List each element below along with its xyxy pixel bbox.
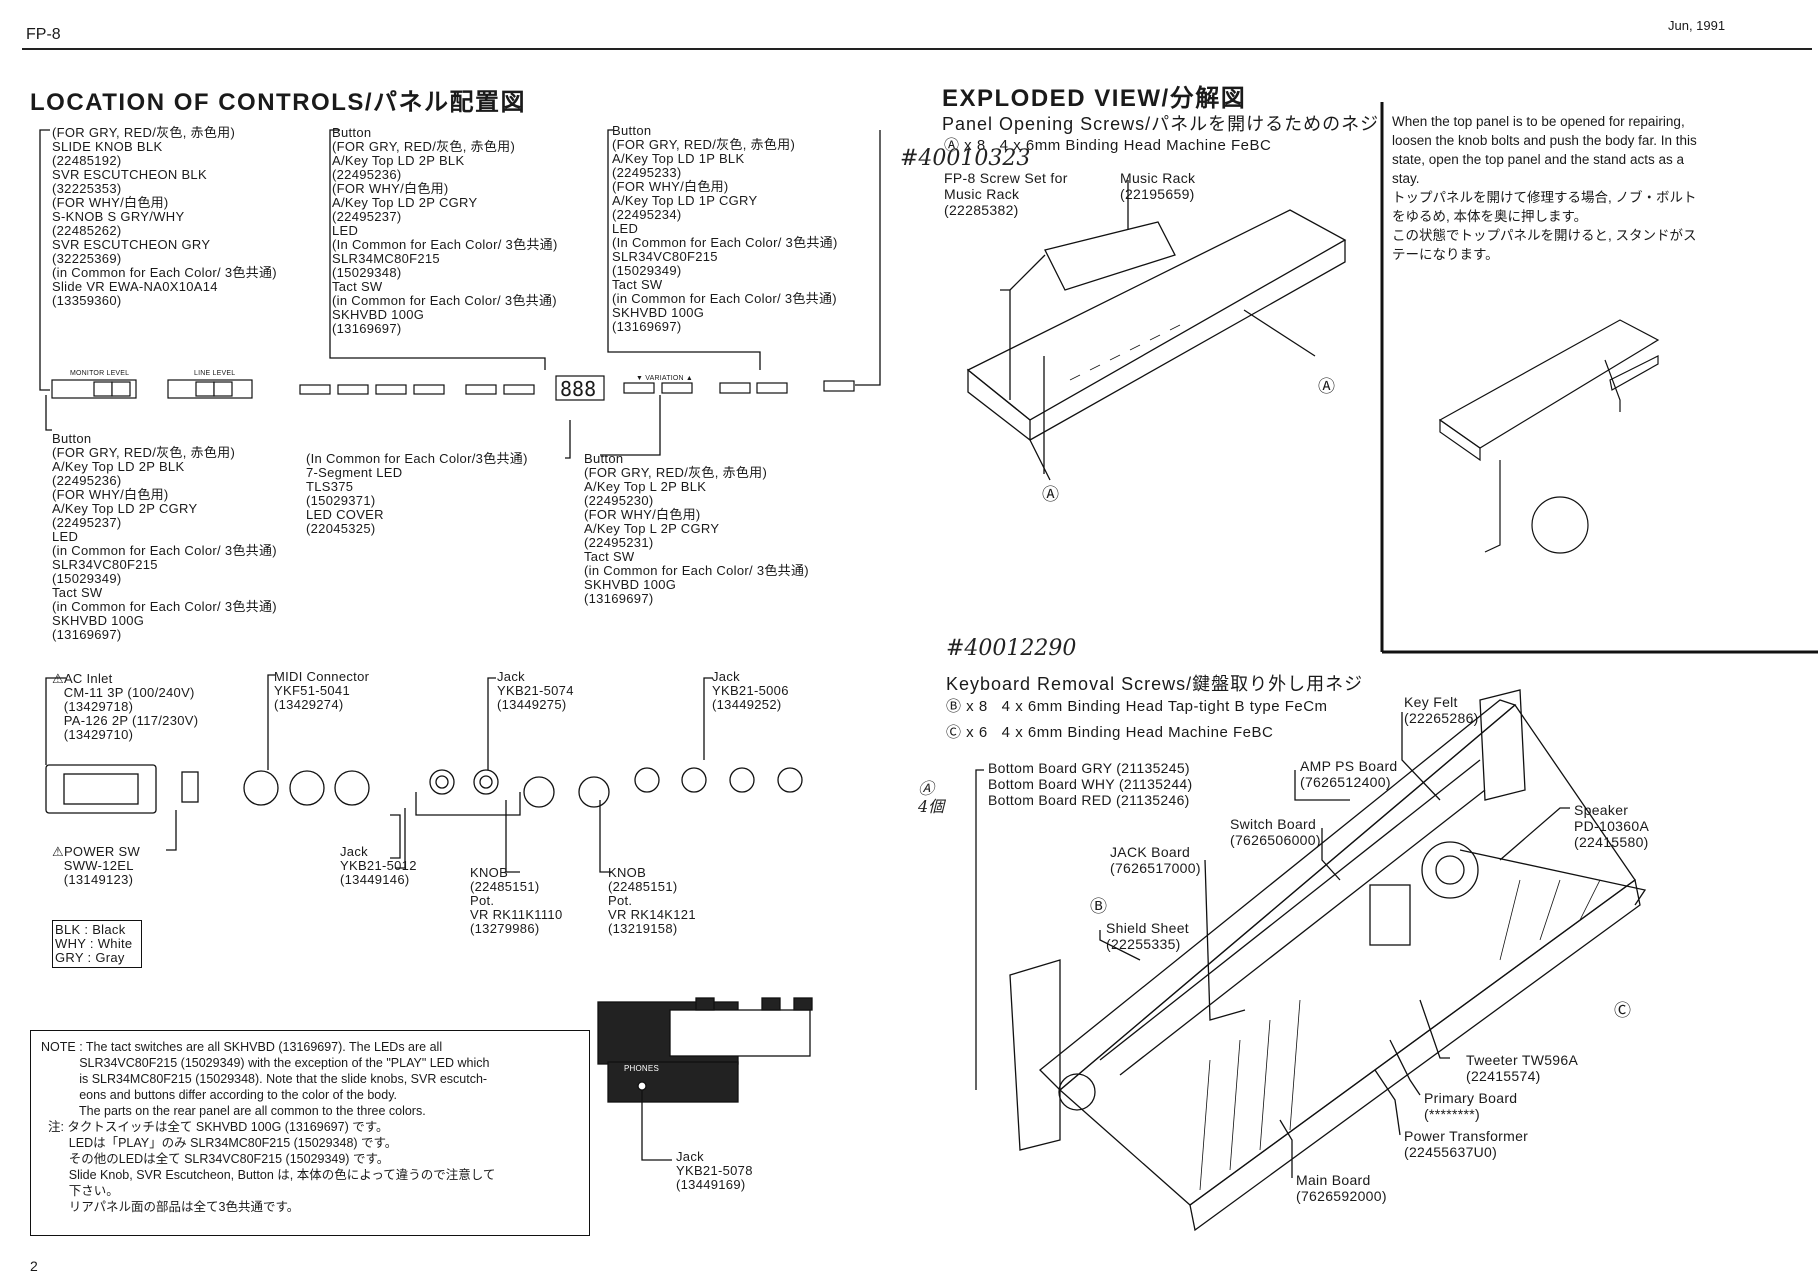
line-level-label: LINE LEVEL [194, 370, 236, 377]
panel-screws-spec: Ⓐ x 8 4 x 6mm Binding Head Machine FeBC [944, 137, 1272, 154]
marker-c: Ⓒ [1614, 1001, 1631, 1020]
note-line: 下さい。 [41, 1184, 119, 1198]
keyboard-screws-c: Ⓒ x 6 4 x 6mm Binding Head Machine FeBC [946, 724, 1274, 741]
bottom-board-block: Bottom Board GRY (21135245) Bottom Board… [988, 760, 1193, 808]
handwritten-marker: Ⓐ 4個 [918, 779, 945, 816]
note-line: eons and buttons differ according to the… [41, 1088, 398, 1102]
handwritten-part-number-2: #40012290 [946, 636, 1077, 661]
marker-a-bottom: Ⓐ [1042, 485, 1059, 504]
speaker-block: Speaker PD-10360A (22415580) [1574, 802, 1650, 850]
keyboard-screws-b: Ⓑ x 8 4 x 6mm Binding Head Tap-tight B t… [946, 698, 1328, 715]
phones-label: PHONES [624, 1064, 659, 1073]
knob1-block: KNOB (22485151) Pot. VR RK11K1110 (13279… [470, 865, 563, 936]
switch-board-block: Switch Board (7626506000) [1230, 816, 1321, 848]
music-rack-block: Music Rack (22195659) [1120, 170, 1196, 202]
slide-knob-block: (FOR GRY, RED/灰色, 赤色用) SLIDE KNOB BLK (2… [52, 125, 277, 308]
key-felt-block: Key Felt (22265286) [1404, 694, 1479, 726]
header-rule [22, 48, 1812, 50]
knob2-block: KNOB (22485151) Pot. VR RK14K121 (132191… [608, 865, 696, 936]
shield-sheet-block: Shield Sheet (22255335) [1106, 920, 1189, 952]
panel-screws-title: Panel Opening Screws/パネルを開けるためのネジ [942, 114, 1380, 134]
variation-label: ▼ VARIATION ▲ [636, 375, 694, 382]
jack-board-block: JACK Board (7626517000) [1110, 844, 1201, 876]
page-number: 2 [30, 1258, 38, 1274]
seven-seg-display: 888 [560, 377, 597, 401]
jack3-block: Jack YKB21-5012 (13449146) [340, 844, 417, 887]
handwritten-part-number-1: #40010323 [900, 146, 1031, 171]
note-line: 注: タクトスイッチは全て SKHVBD 100G (13169697) です。 [41, 1120, 389, 1134]
marker-b: Ⓑ [1090, 897, 1107, 916]
location-title: LOCATION OF CONTROLS/パネル配置図 [30, 89, 527, 116]
power-sw-block: ⚠POWER SW SWW-12EL (13149123) [52, 844, 141, 887]
button-bottom-right-block: Button (FOR GRY, RED/灰色, 赤色用) A/Key Top … [584, 451, 809, 606]
date-label: Jun, 1991 [1668, 18, 1726, 33]
note-line: リアパネル面の部品は全て3色共通です。 [41, 1200, 300, 1214]
power-transformer-block: Power Transformer (22455637U0) [1404, 1128, 1529, 1160]
color-legend: BLK : Black WHY : White GRY : Gray [52, 920, 142, 968]
seven-segment-block: (In Common for Each Color/3色共通) 7-Segmen… [306, 451, 528, 536]
jack-phones-block: Jack YKB21-5078 (13449169) [676, 1149, 753, 1192]
note-line: Slide Knob, SVR Escutcheon, Button は, 本体… [41, 1168, 496, 1182]
monitor-level-label: MONITOR LEVEL [70, 370, 130, 377]
tweeter-block: Tweeter TW596A (22415574) [1466, 1052, 1579, 1084]
amp-ps-block: AMP PS Board (7626512400) [1300, 758, 1398, 790]
screw-set-block: FP-8 Screw Set for Music Rack (22285382) [944, 170, 1068, 218]
midi-block: MIDI Connector YKF51-5041 (13429274) [274, 669, 370, 712]
button-top-right-block: Button (FOR GRY, RED/灰色, 赤色用) A/Key Top … [612, 123, 838, 334]
jack1-block: Jack YKB21-5074 (13449275) [497, 669, 574, 712]
main-board-block: Main Board (7626592000) [1296, 1172, 1387, 1204]
side-note: When the top panel is to be opened for r… [1392, 114, 1697, 262]
note-line: is SLR34MC80F215 (15029348). Note that t… [41, 1072, 488, 1086]
button-bottom-left-block: Button (FOR GRY, RED/灰色, 赤色用) A/Key Top … [52, 431, 277, 642]
note-line: その他のLEDは全て SLR34VC80F215 (15029349) です。 [41, 1152, 390, 1166]
ac-inlet-block: ⚠AC Inlet CM-11 3P (100/240V) (13429718)… [52, 671, 199, 742]
note-line: The parts on the rear panel are all comm… [41, 1104, 426, 1118]
button-top-mid-block: Button (FOR GRY, RED/灰色, 赤色用) A/Key Top … [332, 125, 558, 336]
jack2-block: Jack YKB21-5006 (13449252) [712, 669, 789, 712]
note-line: LEDは「PLAY」のみ SLR34MC80F215 (15029348) です… [41, 1136, 398, 1150]
note-line: NOTE : The tact switches are all SKHVBD … [41, 1040, 443, 1054]
marker-a-right: Ⓐ [1318, 377, 1335, 396]
keyboard-screws-title: Keyboard Removal Screws/鍵盤取り外し用ネジ [946, 674, 1364, 694]
note-box: NOTE : The tact switches are all SKHVBD … [30, 1030, 590, 1236]
note-line: SLR34VC80F215 (15029349) with the except… [41, 1056, 490, 1070]
legend-text: BLK : Black WHY : White GRY : Gray [55, 922, 133, 965]
exploded-title: EXPLODED VIEW/分解図 [942, 85, 1247, 112]
primary-board-block: Primary Board (********) [1424, 1090, 1518, 1122]
model-label: FP-8 [26, 26, 61, 43]
